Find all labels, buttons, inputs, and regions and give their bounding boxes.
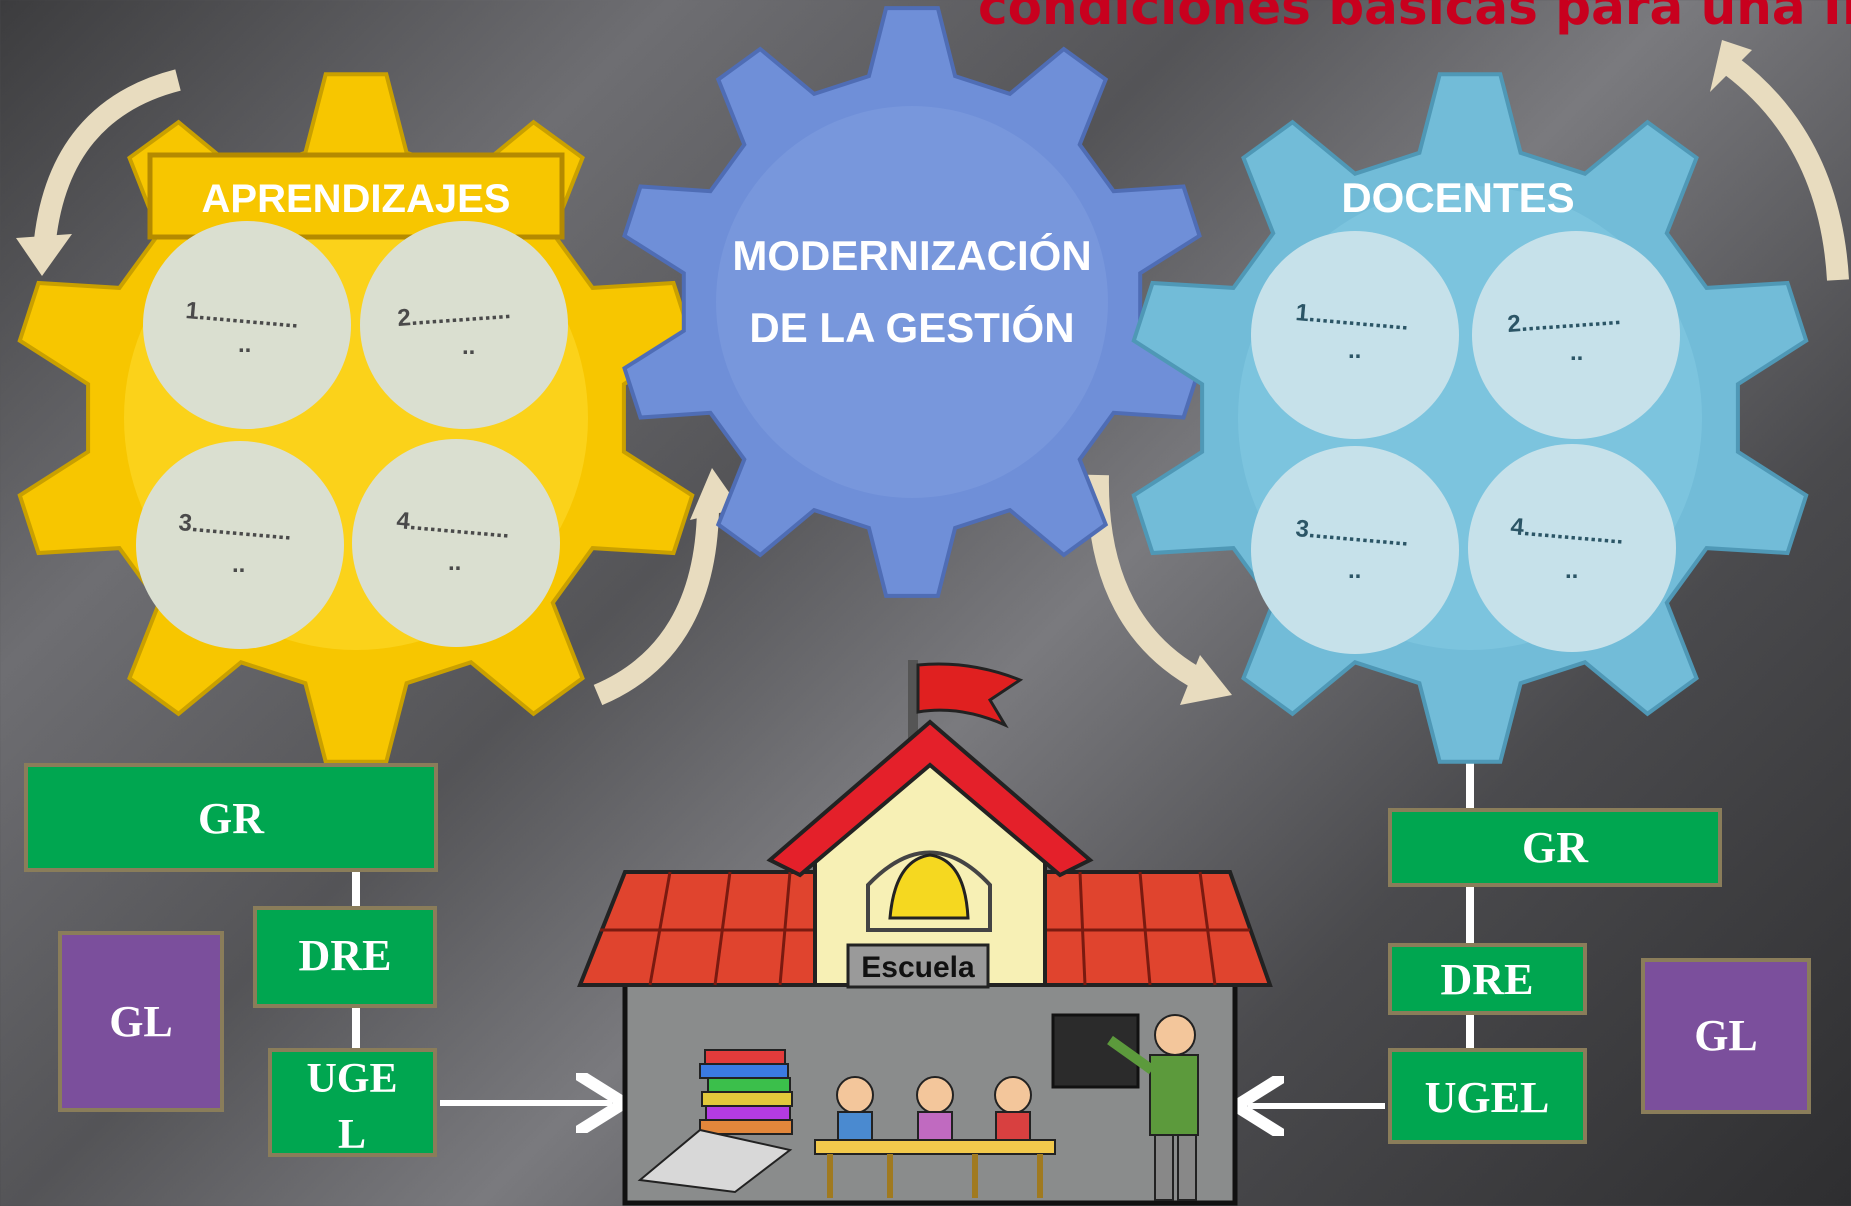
right-ugel-box <box>1388 1048 1587 1144</box>
flag-icon <box>916 662 1024 729</box>
arrow-head-center-right <box>1180 655 1232 705</box>
aprendizajes-circle-4 <box>352 439 560 647</box>
right-gl-box <box>1641 958 1811 1114</box>
left-gl-label: GL <box>109 997 173 1046</box>
aprendizajes-title: APRENDIZAJES <box>202 177 511 221</box>
gable-roof <box>766 719 1094 878</box>
left-gl-box <box>58 931 224 1112</box>
right-gr-label: GR <box>1522 823 1589 872</box>
school-sign-board <box>846 943 990 989</box>
docentes-circle-4 <box>1468 444 1676 652</box>
left-dre-box <box>253 906 437 1008</box>
arrow-left-center <box>593 509 719 706</box>
aprendizajes-circle-3 <box>136 441 344 649</box>
right-gl-label: GL <box>1694 1011 1758 1060</box>
headline-text: condiciones básicas para una IIEE <box>978 0 1851 36</box>
flag-pole <box>908 660 918 760</box>
left-hierarchy: GR DRE UGE L GL <box>24 763 612 1158</box>
modernizacion-title-line2: DE LA GESTIÓN <box>749 303 1074 351</box>
school-sign-text: Escuela <box>861 951 975 984</box>
aprendizajes-item-3-cont: .. <box>232 551 245 578</box>
aprendizajes-item-4-cont: .. <box>448 549 461 576</box>
arrow-top-left <box>34 69 181 242</box>
right-dre-label: DRE <box>1441 955 1534 1004</box>
docentes-item-1-cont: .. <box>1348 337 1361 364</box>
arrow-head-top-left <box>16 234 72 276</box>
right-ugel-label: UGEL <box>1425 1073 1550 1122</box>
arrow-head-top-right <box>1710 40 1752 92</box>
right-dre-box <box>1388 943 1587 1015</box>
left-gr-box <box>24 763 438 872</box>
arrow-top-right <box>1723 56 1849 281</box>
gear-modernizacion: MODERNIZACIÓN DE LA GESTIÓN <box>622 6 1202 598</box>
docentes-item-2-cont: .. <box>1570 339 1583 366</box>
docentes-circle-3 <box>1251 446 1459 654</box>
docentes-title: DOCENTES <box>1341 174 1574 221</box>
right-hierarchy: GR DRE UGEL GL <box>1248 808 1811 1144</box>
aprendizajes-circle-1 <box>143 221 351 429</box>
docentes-circle-2 <box>1472 231 1680 439</box>
students-group <box>814 1076 1056 1198</box>
docentes-circle-1 <box>1251 231 1459 439</box>
right-gr-box <box>1388 808 1722 887</box>
docentes-item-4-cont: .. <box>1565 557 1578 584</box>
modernizacion-title-line1: MODERNIZACIÓN <box>732 231 1091 279</box>
aprendizajes-item-1-cont: .. <box>238 331 251 358</box>
aprendizajes-circle-2 <box>360 221 568 429</box>
docentes-item-3-cont: .. <box>1348 557 1361 584</box>
left-ugel-label-line2: L <box>338 1112 366 1158</box>
left-gr-label: GR <box>198 794 265 843</box>
gear-aprendizajes: APRENDIZAJES 1............... .. 2......… <box>17 72 695 764</box>
aprendizajes-banner <box>147 152 565 240</box>
teacher-figure <box>1107 1014 1199 1201</box>
left-ugel-label-line1: UGE <box>306 1056 397 1102</box>
gear-docentes: DOCENTES 1............... .. 2..........… <box>1131 72 1809 764</box>
left-dre-label: DRE <box>299 931 392 980</box>
aprendizajes-item-2-cont: .. <box>462 333 475 360</box>
left-ugel-box <box>268 1048 437 1157</box>
bell-icon <box>888 853 970 920</box>
school-illustration: Escuela <box>577 660 1273 1206</box>
books-stack <box>637 1049 793 1194</box>
